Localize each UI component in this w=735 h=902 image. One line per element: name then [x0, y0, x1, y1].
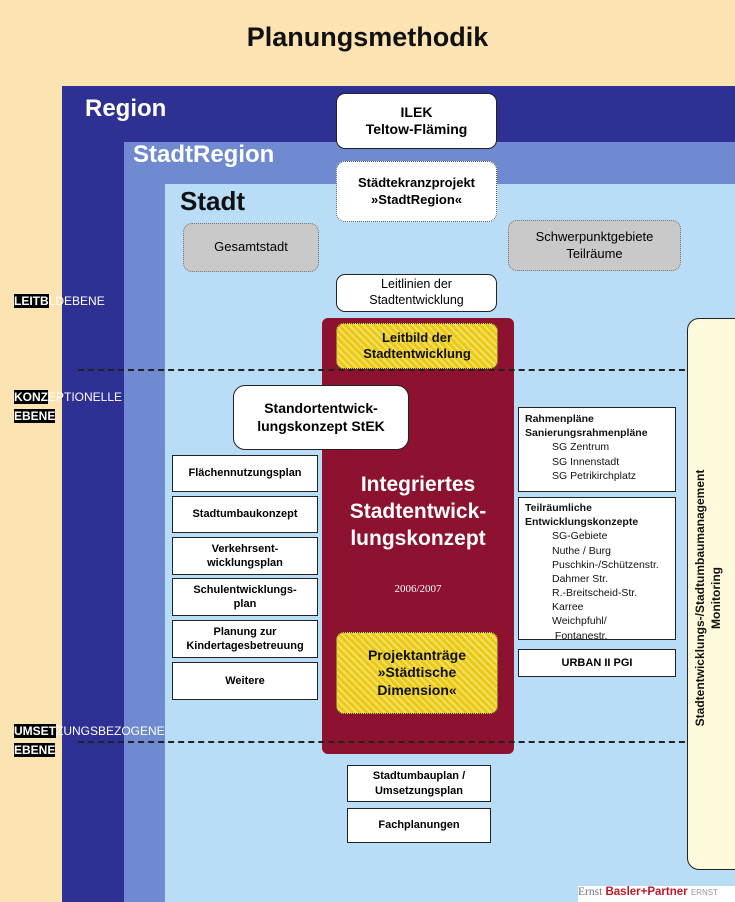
weitere-box: Weitere: [172, 662, 318, 700]
teilraeumliche-item: Nuthe / Burg: [552, 544, 611, 557]
verkehrsentwicklungsplan-box: Verkehrsent- wicklungsplan: [172, 537, 318, 575]
ilek-box: ILEK Teltow-Fläming: [336, 93, 497, 149]
leitbildebene-suffix: LDEBENE: [48, 294, 105, 308]
konzeptionelle-ebene-label: KONZEPTIONELLE EBENE: [14, 388, 122, 425]
umsetzungs-ebene-word: EBENE: [14, 742, 56, 757]
teilraeumliche-item: SG-Gebiete: [552, 530, 608, 543]
umsetzungs-prefix: UMSET: [14, 724, 56, 738]
logo-part-a: Ernst: [578, 886, 603, 898]
region-label: Region: [85, 95, 167, 122]
umsetzungsbezogene-ebene-label: UMSETZUNGSBEZOGENE EBENE: [14, 722, 165, 759]
kindertagesbetreuung-box: Planung zur Kindertagesbetreuung: [172, 620, 318, 658]
integriertes-konzept-year: 2006/2007: [394, 583, 442, 595]
gesamtstadt-box: Gesamtstadt: [183, 223, 319, 272]
umsetzungs-suffix: ZUNGSBEZOGENE: [56, 724, 165, 738]
leitbild-box: Leitbild der Stadtentwicklung: [336, 323, 498, 369]
fachplanungen-box: Fachplanungen: [347, 808, 491, 843]
rahmenplaene-item: SG Zentrum: [552, 441, 610, 454]
separator-leitbild: [78, 369, 735, 371]
teilraeumliche-item: Karree: [552, 601, 584, 614]
leitbildebene-prefix: LEITB: [14, 294, 49, 308]
logo-part-c: ERNST: [690, 888, 718, 897]
monitoring-text: Stadtentwicklungs-/Stadtumbaumanagement …: [692, 469, 723, 727]
konzeptionelle-suffix: EPTIONELLE: [48, 390, 123, 404]
staedtekranz-box: Städtekranzprojekt »StadtRegion«: [336, 161, 497, 222]
flaechennutzungsplan-box: Flächennutzungsplan: [172, 455, 318, 492]
konzeptionelle-ebene-word: EBENE: [14, 408, 56, 423]
schwerpunkt-box: Schwerpunktgebiete Teilräume: [508, 220, 681, 271]
teilraeumliche-item: Puschkin-/Schützenstr.: [552, 558, 659, 571]
rahmenplaene-heading: Rahmenpläne Sanierungsrahmenpläne: [525, 413, 648, 440]
logo-part-b: Basler+Partner: [605, 886, 688, 898]
teilraeumliche-heading: Teilräumliche Entwicklungskonzepte: [525, 502, 639, 529]
company-logo: Ernst Basler+Partner ERNST: [578, 886, 735, 902]
leitbildebene-label: LEITBLDEBENE: [14, 292, 105, 311]
separator-umsetzung: [78, 741, 735, 743]
rahmenplaene-box: Rahmenpläne Sanierungsrahmenpläne SG Zen…: [518, 407, 676, 492]
leitlinien-box: Leitlinien der Stadtentwicklung: [336, 274, 497, 312]
teilraeumliche-item: Weichpfuhl/: [552, 615, 607, 628]
teilraeumliche-item: Fontanestr.: [552, 629, 608, 642]
diagram-title: Planungsmethodik: [246, 22, 489, 52]
schulentwicklungsplan-box: Schulentwicklungs- plan: [172, 578, 318, 616]
stek-box: Standortentwick- lungskonzept StEK: [233, 385, 409, 450]
rahmenplaene-item: SG Innenstadt: [552, 455, 620, 468]
konzeptionelle-prefix: KONZ: [14, 390, 48, 404]
teilraeumliche-item: Dahmer Str.: [552, 572, 609, 585]
stadt-label: Stadt: [180, 186, 245, 216]
stadtumbauplan-box: Stadtumbauplan / Umsetzungsplan: [347, 765, 491, 802]
projektantraege-box: Projektanträge »Städtische Dimension«: [336, 632, 498, 714]
teilraeumliche-item: R.-Breitscheid-Str.: [552, 587, 638, 600]
monitoring-box: [687, 318, 735, 870]
integriertes-konzept-title: Integriertes Stadtentwick- lungskonzept: [349, 473, 487, 550]
stadtumbaukonzept-box: Stadtumbaukonzept: [172, 496, 318, 533]
rahmenplaene-item: SG Petrikirchplatz: [552, 469, 637, 482]
urban-box: URBAN II PGI: [518, 649, 676, 677]
stadtregion-label: StadtRegion: [133, 141, 275, 168]
teilraeumliche-box: Teilräumliche Entwicklungskonzepte SG-Ge…: [518, 497, 676, 642]
